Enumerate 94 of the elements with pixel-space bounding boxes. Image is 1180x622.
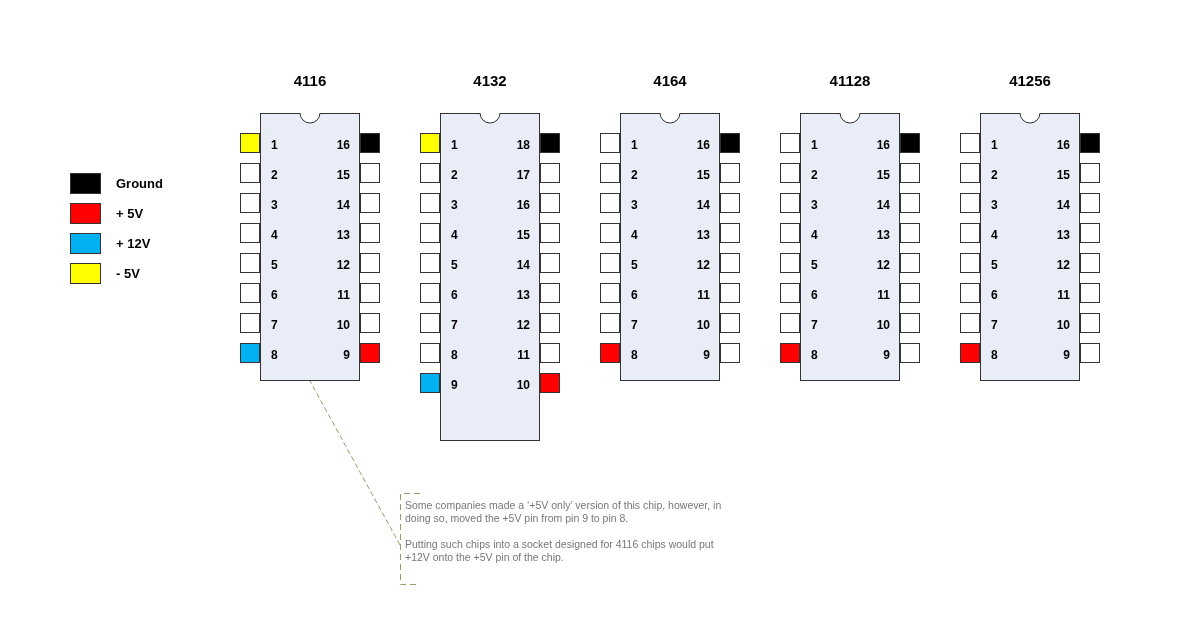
pin-number: 6 [811,287,818,304]
note-text: Some companies made a ‘+5V only’ version of this chip, however, in doing so, moved the +5V pin from pin 9 to pin 8. [405,499,723,525]
pin-number: 1 [451,137,458,154]
pin-number: 15 [1056,167,1070,184]
pin-number: 17 [516,167,530,184]
pin-number: 15 [876,167,890,184]
pin-number: 9 [1063,347,1070,364]
pin-number: 10 [516,377,530,394]
pin-number: 6 [631,287,638,304]
pin-number: 7 [811,317,818,334]
pin-number: 10 [1056,317,1070,334]
legend-label: - 5V [116,264,140,283]
pin-number: 9 [703,347,710,364]
pin-number: 5 [631,257,638,274]
pin-number: 13 [696,227,710,244]
pin-number: 7 [631,317,638,334]
legend-label: + 5V [116,204,144,223]
pin-number: 16 [876,137,890,154]
pin-number: 6 [451,287,458,304]
chip-label: 4116 [292,71,328,91]
pin-number: 4 [631,227,638,244]
pin-number: 6 [271,287,278,304]
pin-number: 7 [451,317,458,334]
pin-number: 5 [991,257,998,274]
pin-number: 13 [516,287,530,304]
pin-number: 12 [1056,257,1070,274]
pin-number: 12 [876,257,890,274]
pin-number: 8 [811,347,818,364]
pin-number: 10 [336,317,350,334]
pin-number: 2 [991,167,998,184]
pin-number: 2 [811,167,818,184]
pin-number: 12 [336,257,350,274]
pin-number: 8 [271,347,278,364]
pin-number: 16 [1056,137,1070,154]
pin-number: 2 [631,167,638,184]
pin-number: 5 [451,257,458,274]
pin-number: 12 [696,257,710,274]
chip-label: 4132 [472,71,508,91]
pin-number: 4 [811,227,818,244]
chip-label: 4164 [652,71,688,91]
pin-number: 14 [696,197,710,214]
pin-number: 14 [516,257,530,274]
pin-number: 3 [271,197,278,214]
pin-number: 9 [883,347,890,364]
leader-line [309,380,401,546]
pin-number: 1 [991,137,998,154]
pin-number: 13 [336,227,350,244]
pin-number: 10 [876,317,890,334]
pin-number: 16 [336,137,350,154]
pin-number: 11 [877,287,890,304]
pin-number: 2 [271,167,278,184]
pin-number: 9 [343,347,350,364]
pin-number: 4 [991,227,998,244]
pin-number: 4 [451,227,458,244]
pin-number: 6 [991,287,998,304]
pin-number: 7 [991,317,998,334]
pin-number: 3 [631,197,638,214]
note-text: Putting such chips into a socket designed for 4116 chips would put +12V onto the +5V pin of the chip. [405,538,715,564]
pin-number: 11 [697,287,710,304]
pin-number: 8 [631,347,638,364]
pin-number: 13 [876,227,890,244]
pin-number: 4 [271,227,278,244]
pin-number: 3 [991,197,998,214]
pin-number: 14 [1056,197,1070,214]
pin-number: 18 [516,137,530,154]
pin-number: 1 [271,137,278,154]
legend-label: Ground [116,174,163,193]
pin-number: 5 [811,257,818,274]
pin-number: 3 [811,197,818,214]
pin-number: 11 [337,287,350,304]
pin-number: 7 [271,317,278,334]
pin-number: 14 [336,197,350,214]
pin-number: 16 [516,197,530,214]
pin-number: 9 [451,377,458,394]
pin-number: 1 [811,137,818,154]
pin-number: 15 [696,167,710,184]
pin-number: 2 [451,167,458,184]
pin-number: 15 [516,227,530,244]
chip-label: 41256 [1008,71,1052,91]
pin-number: 1 [631,137,638,154]
pin-number: 5 [271,257,278,274]
chip-label: 41128 [828,71,872,91]
pin-number: 10 [696,317,710,334]
pin-number: 13 [1056,227,1070,244]
pin-number: 14 [876,197,890,214]
pin-number: 8 [991,347,998,364]
pin-number: 12 [516,317,530,334]
pin-number: 11 [517,347,530,364]
legend-label: + 12V [116,234,151,253]
pin-number: 3 [451,197,458,214]
pin-number: 8 [451,347,458,364]
pin-number: 15 [336,167,350,184]
pin-number: 11 [1057,287,1070,304]
pin-number: 16 [696,137,710,154]
